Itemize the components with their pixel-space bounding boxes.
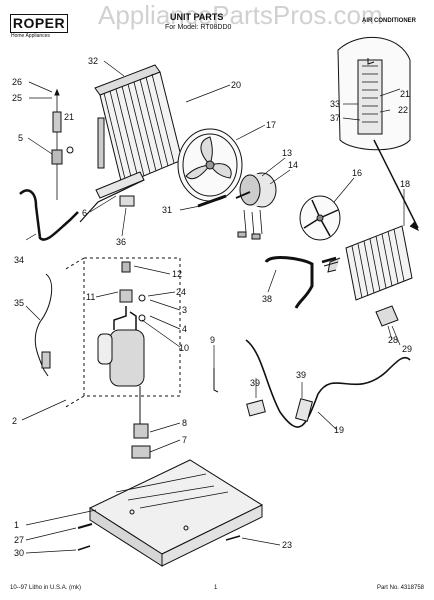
watermark: AppliancePartsPros.com [98, 0, 383, 30]
brand-logo: ROPER [10, 14, 68, 33]
blower-wheel-drawing [299, 195, 341, 241]
base-pan-drawing [88, 459, 264, 567]
page-number: 1 [214, 585, 218, 591]
diagram-title: UNIT PARTS [170, 12, 224, 22]
callout-24: 24 [176, 287, 186, 297]
callout-25: 25 [12, 93, 22, 103]
detail-inset-drawing [337, 36, 420, 232]
callout-36: 36 [116, 237, 126, 247]
callout-numbers: 1 2 3 4 5 6 7 8 9 10 11 12 13 14 16 17 1… [12, 56, 412, 558]
callout-39-right: 39 [296, 370, 306, 380]
callout-10: 10 [179, 343, 189, 353]
right-parts-drawing [77, 256, 399, 551]
leader-lines [21, 60, 405, 554]
condenser-coil-drawing [94, 64, 183, 199]
callout-39-left: 39 [250, 378, 260, 388]
callout-12: 12 [172, 269, 182, 279]
footer-print-info: 10--97 Litho in U.S.A. (mk) [10, 585, 82, 591]
model-label: For Model: RT08DD0 [165, 24, 232, 31]
compressor-drawing [97, 261, 151, 459]
callout-27: 27 [14, 535, 24, 545]
callout-26: 26 [12, 77, 22, 87]
callout-14: 14 [288, 160, 298, 170]
callout-11: 11 [86, 292, 95, 302]
callout-34: 34 [14, 255, 24, 265]
callout-31: 31 [162, 205, 172, 215]
callout-33: 33 [330, 99, 340, 109]
part-number: Part No. 4318758 [376, 585, 424, 591]
callout-13: 13 [282, 148, 292, 158]
callout-9: 9 [210, 335, 215, 345]
callout-35: 35 [14, 298, 24, 308]
callout-4: 4 [182, 324, 187, 334]
brand-subtitle: Home Appliances [11, 33, 50, 39]
callout-32: 32 [88, 56, 98, 66]
fan-motor-drawing [235, 172, 277, 240]
callout-21-inset: 21 [400, 89, 410, 99]
callout-8: 8 [182, 418, 187, 428]
fan-blade-drawing [177, 128, 243, 202]
callout-1: 1 [14, 520, 19, 530]
callout-30: 30 [14, 548, 24, 558]
callout-18: 18 [400, 179, 410, 189]
small-parts-drawing [19, 88, 227, 377]
callout-38: 38 [262, 294, 272, 304]
category-label: AIR CONDITIONER [362, 18, 416, 24]
callout-28: 28 [388, 335, 398, 345]
callout-22: 22 [398, 105, 408, 115]
callout-7: 7 [182, 435, 187, 445]
callout-20: 20 [231, 80, 241, 90]
callout-19: 19 [334, 425, 344, 435]
callout-2: 2 [12, 416, 17, 426]
callout-5: 5 [18, 133, 23, 143]
callout-21: 21 [64, 112, 74, 122]
callout-17: 17 [266, 120, 276, 130]
callout-3: 3 [182, 305, 187, 315]
callout-23: 23 [282, 540, 292, 550]
callout-37: 37 [330, 113, 340, 123]
evaporator-coil-drawing [321, 225, 413, 301]
compressor-group-outline [63, 257, 181, 409]
callout-6: 6 [82, 208, 87, 218]
callout-16: 16 [352, 168, 362, 178]
tubing-drawing [245, 339, 411, 428]
callout-29: 29 [402, 344, 412, 354]
